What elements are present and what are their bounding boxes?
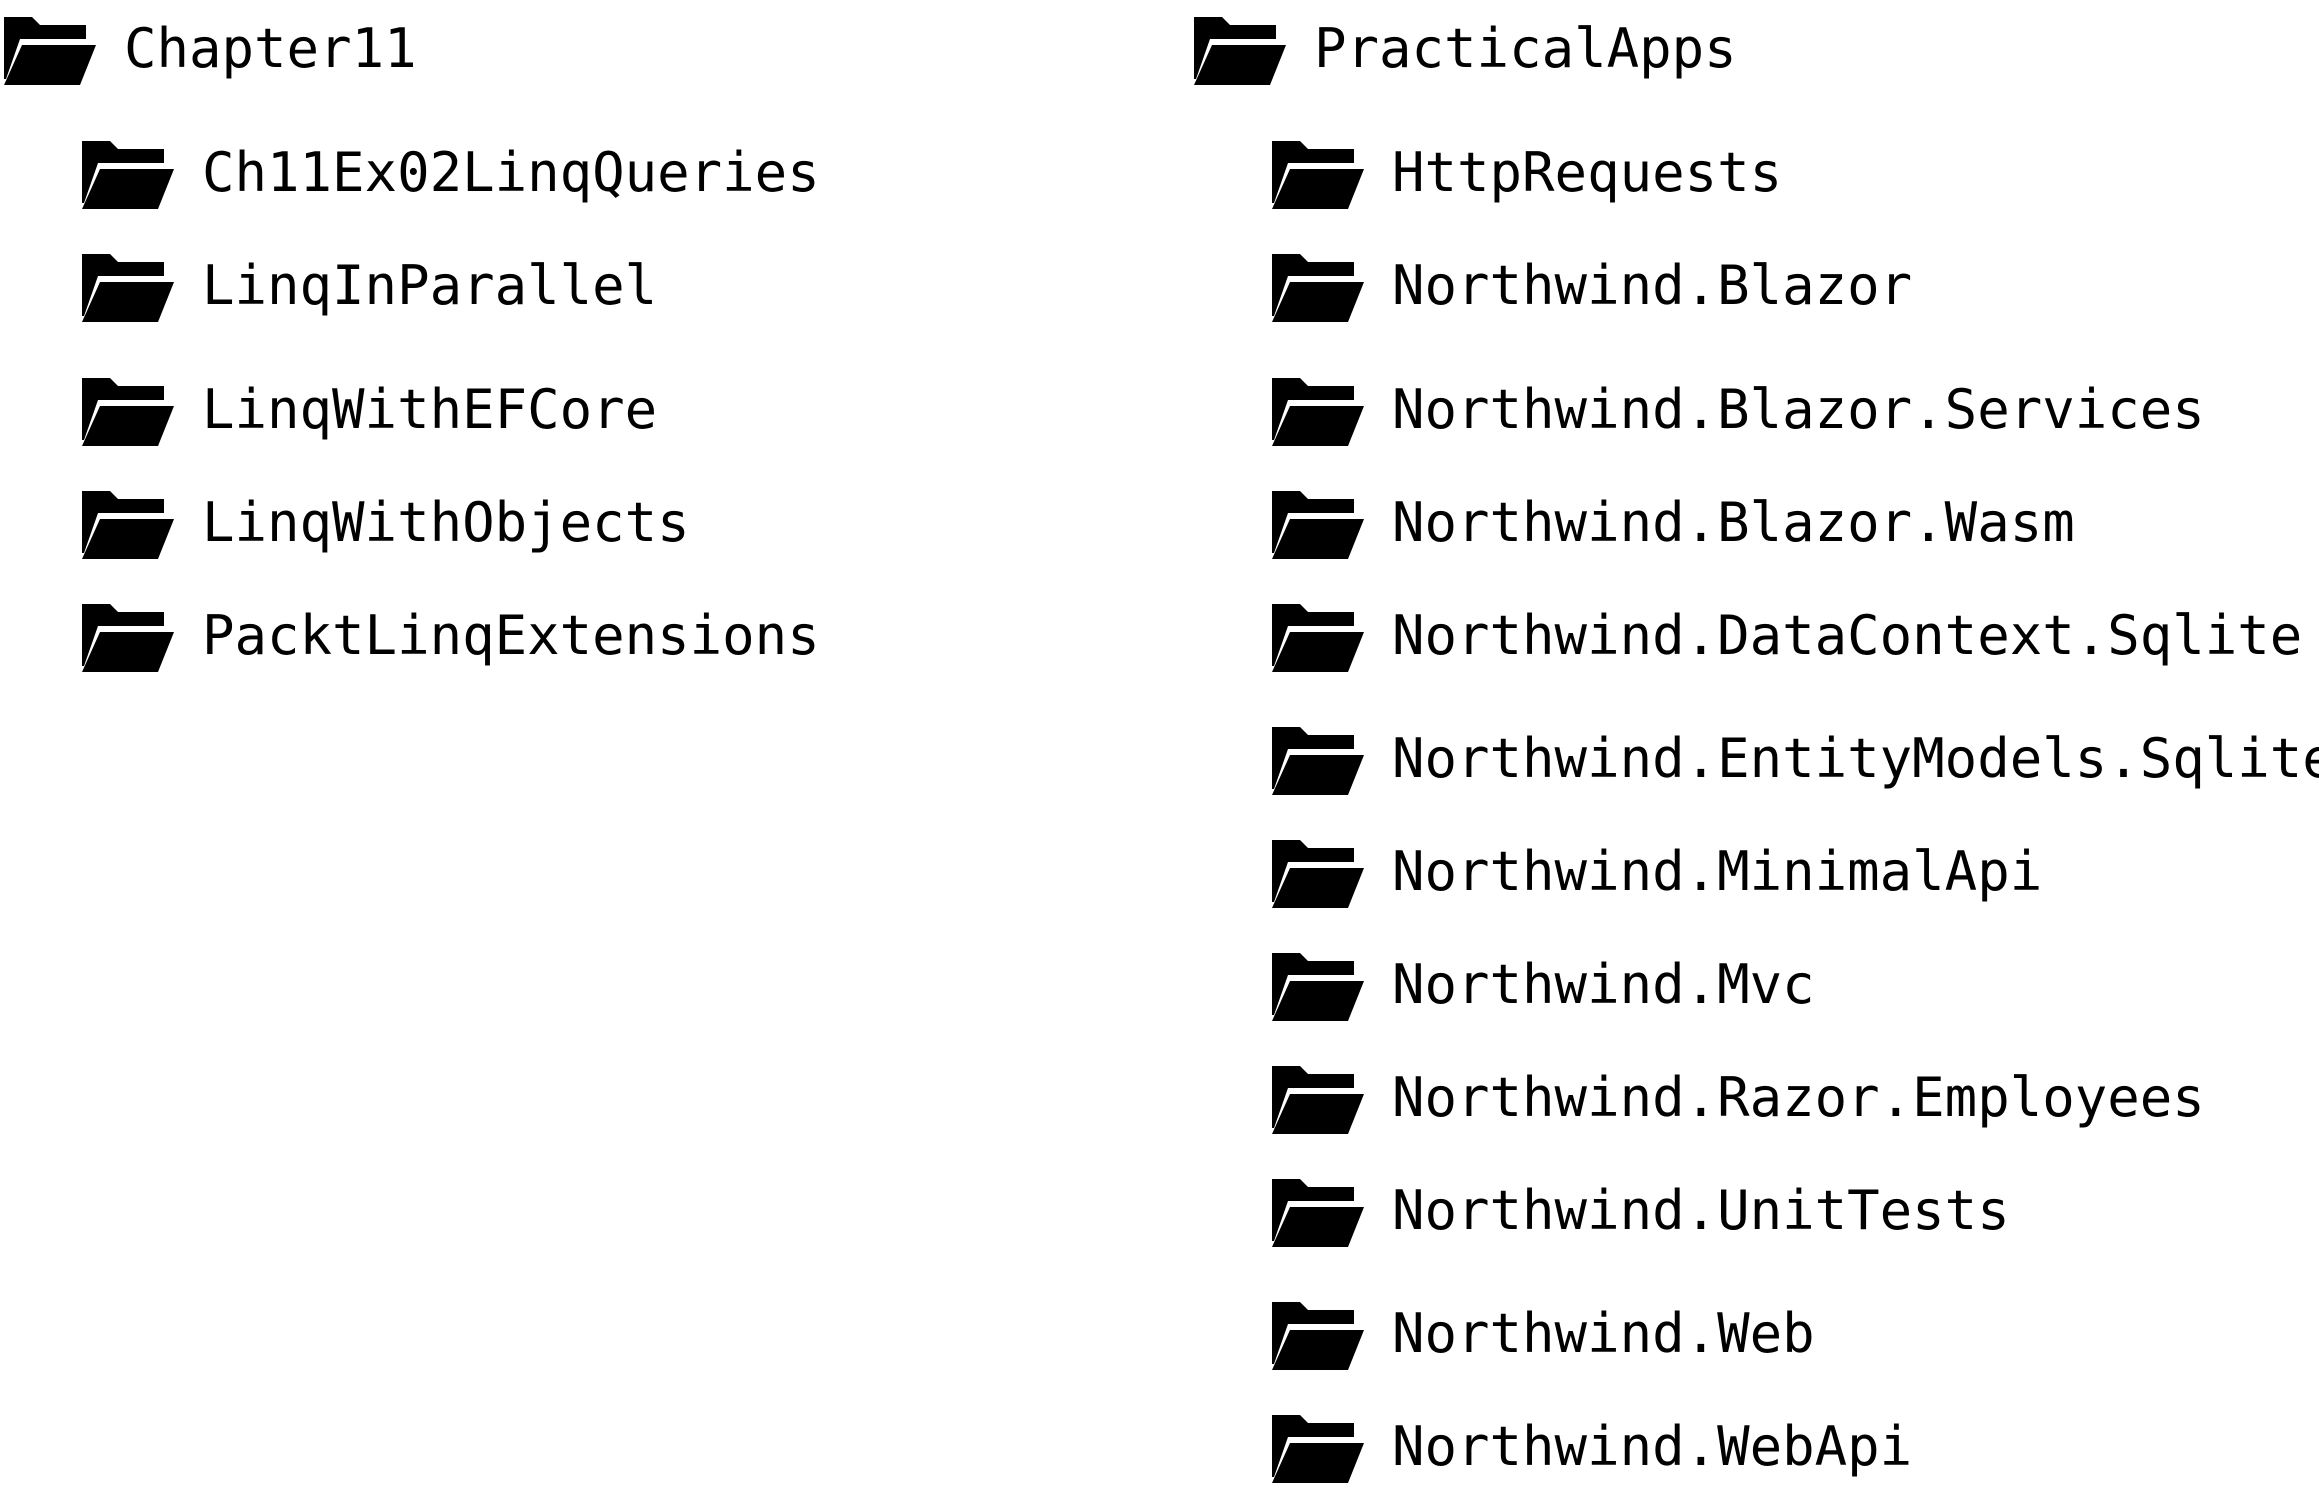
folder-node[interactable]: LinqWithObjects: [78, 483, 690, 563]
folder-label: Northwind.MinimalApi: [1392, 840, 2043, 903]
folder-open-icon: [78, 133, 174, 213]
folder-open-icon: [1268, 596, 1364, 676]
folder-open-icon: [78, 483, 174, 563]
folder-open-icon: [1268, 483, 1364, 563]
folder-node-root[interactable]: Chapter11: [0, 9, 417, 89]
folder-node-root[interactable]: PracticalApps: [1190, 9, 1737, 89]
folder-label: Northwind.Blazor.Services: [1392, 378, 2205, 441]
folder-node[interactable]: Northwind.Blazor: [1268, 246, 1912, 326]
folder-label: PracticalApps: [1314, 17, 1737, 80]
folder-open-icon: [1268, 1294, 1364, 1374]
folder-label: Northwind.Razor.Employees: [1392, 1066, 2205, 1129]
folder-label: LinqWithEFCore: [202, 378, 658, 441]
folder-label: Northwind.Blazor: [1392, 254, 1913, 317]
folder-node[interactable]: Northwind.MinimalApi: [1268, 832, 2042, 912]
folder-node[interactable]: Ch11Ex02LinqQueries: [78, 133, 820, 213]
folder-label: Ch11Ex02LinqQueries: [202, 141, 820, 204]
folder-open-icon: [1268, 133, 1364, 213]
folder-open-icon: [1268, 719, 1364, 799]
folder-node[interactable]: Northwind.Blazor.Services: [1268, 370, 2205, 450]
folder-open-icon: [1268, 1407, 1364, 1487]
folder-open-icon: [1268, 832, 1364, 912]
folder-open-icon: [78, 370, 174, 450]
folder-node[interactable]: Northwind.Mvc: [1268, 945, 1815, 1025]
folder-node[interactable]: Northwind.UnitTests: [1268, 1171, 2010, 1251]
folder-open-icon: [0, 9, 96, 89]
folder-label: Northwind.Blazor.Wasm: [1392, 491, 2075, 554]
folder-label: PacktLinqExtensions: [202, 604, 820, 667]
folder-open-icon: [1268, 246, 1364, 326]
folder-node[interactable]: LinqWithEFCore: [78, 370, 657, 450]
folder-node[interactable]: Northwind.DataContext.Sqlite: [1268, 596, 2302, 676]
folder-node[interactable]: Northwind.Blazor.Wasm: [1268, 483, 2075, 563]
folder-node[interactable]: PacktLinqExtensions: [78, 596, 820, 676]
folder-label: LinqWithObjects: [202, 491, 690, 554]
folder-open-icon: [1268, 1058, 1364, 1138]
folder-node[interactable]: Northwind.Web: [1268, 1294, 1815, 1374]
folder-node[interactable]: Northwind.WebApi: [1268, 1407, 1912, 1487]
folder-node[interactable]: Northwind.Razor.Employees: [1268, 1058, 2205, 1138]
folder-label: Northwind.EntityModels.Sqlite: [1392, 727, 2319, 790]
folder-label: Northwind.UnitTests: [1392, 1179, 2010, 1242]
folder-label: LinqInParallel: [202, 254, 658, 317]
folder-label: HttpRequests: [1392, 141, 1783, 204]
folder-label: Northwind.DataContext.Sqlite: [1392, 604, 2303, 667]
folder-open-icon: [1268, 1171, 1364, 1251]
folder-node[interactable]: LinqInParallel: [78, 246, 657, 326]
folder-open-icon: [78, 246, 174, 326]
folder-open-icon: [1268, 945, 1364, 1025]
folder-label: Northwind.Web: [1392, 1302, 1815, 1365]
folder-node[interactable]: Northwind.EntityModels.Sqlite: [1268, 719, 2319, 799]
folder-label: Northwind.WebApi: [1392, 1415, 1913, 1478]
folder-open-icon: [78, 596, 174, 676]
folder-node[interactable]: HttpRequests: [1268, 133, 1782, 213]
folder-open-icon: [1268, 370, 1364, 450]
folder-label: Northwind.Mvc: [1392, 953, 1815, 1016]
folder-open-icon: [1190, 9, 1286, 89]
folder-label: Chapter11: [124, 17, 417, 80]
